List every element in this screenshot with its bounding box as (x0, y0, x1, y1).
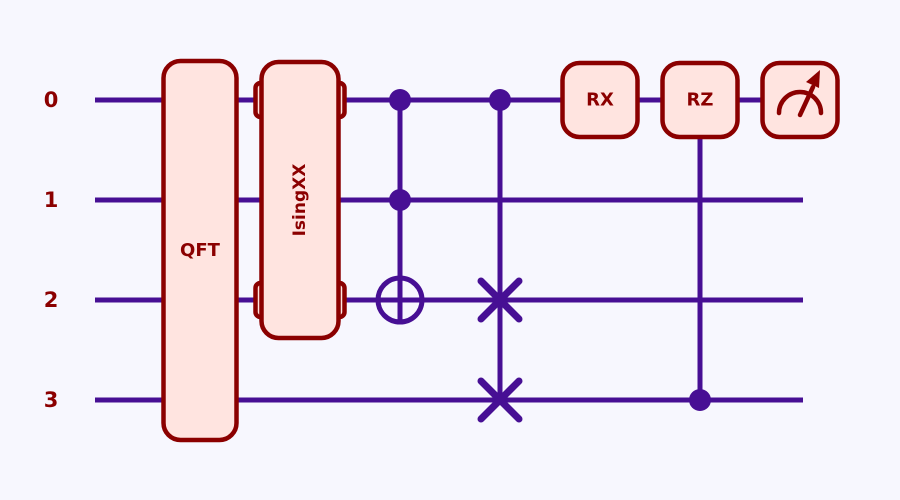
wire-label-1: 1 (44, 188, 59, 212)
wire-label-0: 0 (44, 88, 59, 112)
gate-qft: QFT (161, 58, 239, 443)
gate-isingxx-label: IsingXX (290, 164, 310, 237)
gate-measurement (760, 60, 840, 140)
gate-toffoli (373, 89, 427, 325)
control-dot (389, 89, 411, 111)
gate-qft-label: QFT (180, 240, 221, 261)
gate-crz: RZ (660, 60, 740, 411)
wire-label-2: 2 (44, 288, 59, 312)
gate-rx-box (560, 60, 640, 140)
control-dot (689, 389, 711, 411)
measurement-needle-icon (797, 84, 816, 118)
gate-cswap (477, 89, 523, 423)
measurement-arrowhead-icon (806, 70, 820, 88)
control-dot (489, 89, 511, 111)
gate-crz-box (660, 60, 740, 140)
gate-measurement-box (760, 60, 840, 140)
gate-rx: RX (560, 60, 640, 140)
measurement-arc-icon (776, 89, 824, 116)
gate-isingxx-box (259, 59, 341, 341)
swap-cross-icon (477, 277, 523, 323)
gate-qft-box (161, 58, 239, 443)
control-dot (389, 189, 411, 211)
gate-crz-label: RZ (687, 90, 714, 111)
swap-cross-icon (477, 377, 523, 423)
wire-label-3: 3 (44, 388, 59, 412)
gate-isingxx: IsingXX (253, 59, 347, 341)
gate-rx-label: RX (586, 90, 614, 111)
